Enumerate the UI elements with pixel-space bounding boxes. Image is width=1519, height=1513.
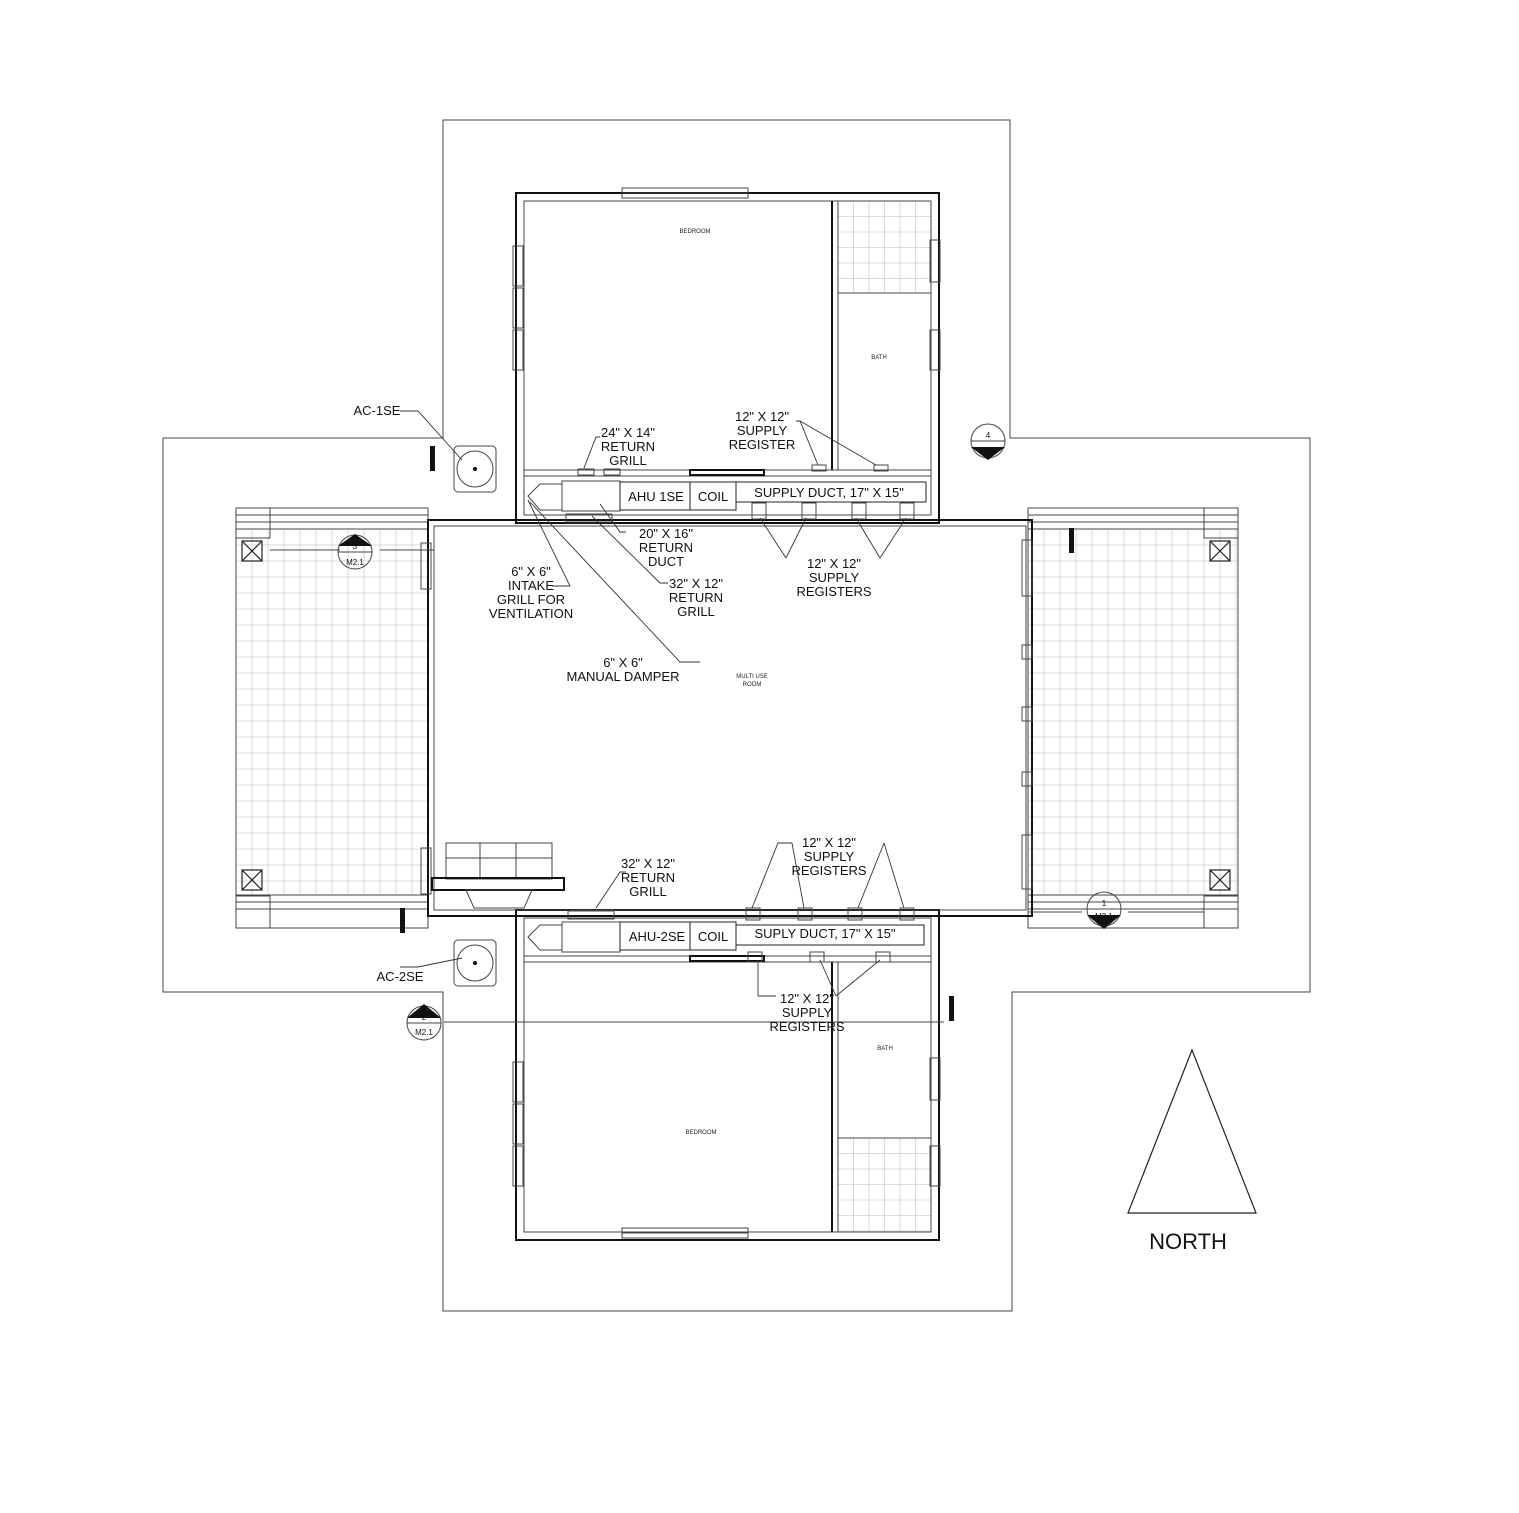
ahu-2-system	[527, 907, 925, 963]
svg-text:32" X 12": 32" X 12"	[621, 856, 675, 871]
ac-2se-label: AC-2SE	[377, 969, 424, 984]
svg-text:12" X 12": 12" X 12"	[780, 991, 834, 1006]
north-label: NORTH	[1149, 1229, 1227, 1254]
note-return-duct-20x16: 20" X 16" RETURN DUCT	[639, 526, 693, 569]
coil-2-label: COIL	[698, 929, 728, 944]
note-return-grill-24x14: 24" X 14" RETURN GRILL	[601, 425, 655, 468]
section-3-sheet: M2.1	[346, 558, 364, 567]
section-marker-1: 1 M2.1	[1086, 891, 1122, 929]
svg-text:REGISTER: REGISTER	[729, 437, 795, 452]
svg-text:SUPPLY: SUPPLY	[804, 849, 855, 864]
note-intake-grill: 6" X 6" INTAKE GRILL FOR VENTILATION	[489, 564, 573, 621]
coil-1-label: COIL	[698, 489, 728, 504]
section-marker-3: 3 M2.1	[337, 534, 373, 570]
multi-use-label-2: ROOM	[743, 682, 762, 688]
note-supply-registers-south-bottom: 12" X 12" SUPPLY REGISTERS	[769, 991, 844, 1034]
multi-use-room	[420, 519, 1033, 917]
bath-south-label: BATH	[877, 1046, 893, 1052]
ahu-1se-label: AHU 1SE	[628, 489, 684, 504]
svg-text:RETURN: RETURN	[601, 439, 655, 454]
svg-text:GRILL: GRILL	[629, 884, 667, 899]
ac-2se-unit	[453, 939, 497, 987]
note-supply-registers-south-top: 12" X 12" SUPPLY REGISTERS	[791, 835, 866, 878]
svg-text:SUPPLY: SUPPLY	[782, 1005, 833, 1020]
svg-text:6" X 6": 6" X 6"	[603, 655, 643, 670]
svg-text:GRILL: GRILL	[677, 604, 715, 619]
north-arrow: NORTH	[1127, 1048, 1257, 1254]
note-leaders	[400, 410, 907, 997]
note-supply-registers-north: 12" X 12" SUPPLY REGISTERS	[796, 556, 871, 599]
ahu-2se-label: AHU-2SE	[629, 929, 686, 944]
section-4-number: 4	[986, 431, 991, 440]
svg-text:INTAKE: INTAKE	[508, 578, 554, 593]
supply-duct-1-label: SUPPLY DUCT, 17" X 15"	[754, 485, 904, 500]
svg-text:6" X 6": 6" X 6"	[511, 564, 551, 579]
multi-use-label-1: MULTI USE	[736, 674, 768, 680]
svg-text:VENTILATION: VENTILATION	[489, 606, 573, 621]
section-2-number: 2	[422, 1013, 427, 1022]
bedroom-south-label: BEDROOM	[685, 1130, 716, 1136]
porch-columns	[241, 540, 1231, 891]
ac-1se-label: AC-1SE	[354, 403, 401, 418]
svg-text:GRILL: GRILL	[609, 453, 647, 468]
svg-text:12" X 12": 12" X 12"	[807, 556, 861, 571]
ahu-1-system	[527, 464, 927, 523]
section-3-number: 3	[353, 542, 358, 551]
svg-text:12" X 12": 12" X 12"	[735, 409, 789, 424]
note-supply-register-top: 12" X 12" SUPPLY REGISTER	[729, 409, 795, 452]
east-porch-tile-grid	[1027, 528, 1238, 895]
svg-text:DUCT: DUCT	[648, 554, 684, 569]
note-return-grill-32x12-south: 32" X 12" RETURN GRILL	[621, 856, 675, 899]
svg-text:REGISTERS: REGISTERS	[769, 1019, 844, 1034]
ac-1se-unit	[453, 445, 497, 493]
section-1-number: 1	[1102, 899, 1107, 908]
svg-text:MANUAL DAMPER: MANUAL DAMPER	[567, 669, 680, 684]
note-manual-damper: 6" X 6" MANUAL DAMPER	[567, 655, 680, 684]
east-porch	[1027, 507, 1239, 929]
site-outline	[162, 119, 1311, 1312]
svg-text:12" X 12": 12" X 12"	[802, 835, 856, 850]
svg-text:SUPPLY: SUPPLY	[809, 570, 860, 585]
section-marker-2: 2 M2.1	[406, 1004, 442, 1041]
wall-markers	[400, 446, 1074, 1021]
section-lines	[270, 549, 1204, 1023]
svg-text:RETURN: RETURN	[639, 540, 693, 555]
svg-text:GRILL FOR: GRILL FOR	[497, 592, 565, 607]
svg-text:20" X 16": 20" X 16"	[639, 526, 693, 541]
svg-text:24" X 14": 24" X 14"	[601, 425, 655, 440]
svg-text:REGISTERS: REGISTERS	[796, 584, 871, 599]
svg-text:REGISTERS: REGISTERS	[791, 863, 866, 878]
note-return-grill-32x12-north: 32" X 12" RETURN GRILL	[669, 576, 723, 619]
west-porch-tile-grid	[235, 528, 429, 895]
svg-text:RETURN: RETURN	[621, 870, 675, 885]
section-marker-4: 4 M2.1	[970, 423, 1006, 460]
svg-text:32" X 12": 32" X 12"	[669, 576, 723, 591]
section-2-sheet: M2.1	[415, 1028, 433, 1037]
section-4-sheet: M2.1	[979, 447, 997, 456]
svg-text:SUPPLY: SUPPLY	[737, 423, 788, 438]
north-bath-tile-grid	[837, 200, 932, 293]
south-bath-tile-grid	[837, 1137, 932, 1232]
supply-duct-2-label: SUPLY DUCT, 17" X 15"	[755, 926, 896, 941]
section-1-sheet: M2.1	[1095, 912, 1113, 921]
bath-north-label: BATH	[871, 355, 887, 361]
bedroom-north-label: BEDROOM	[679, 229, 710, 235]
svg-text:RETURN: RETURN	[669, 590, 723, 605]
